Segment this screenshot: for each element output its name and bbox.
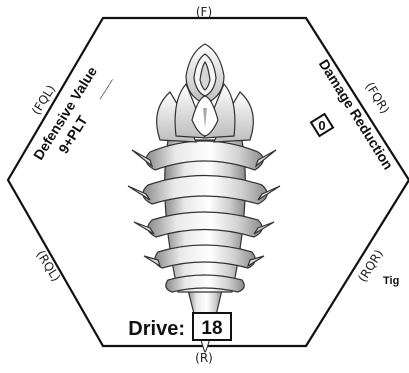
arc-label-rear: (R) (195, 351, 213, 365)
edge-text: Tig (383, 275, 399, 287)
arc-label-front-right: (FQR) (362, 80, 392, 116)
drive-value: 18 (201, 318, 222, 339)
drive-label: Drive: (128, 318, 185, 340)
arc-label-front: (F) (196, 5, 212, 19)
drive-block: Drive: 18 (128, 313, 231, 340)
damage-reduction-value: 0 (318, 118, 325, 133)
